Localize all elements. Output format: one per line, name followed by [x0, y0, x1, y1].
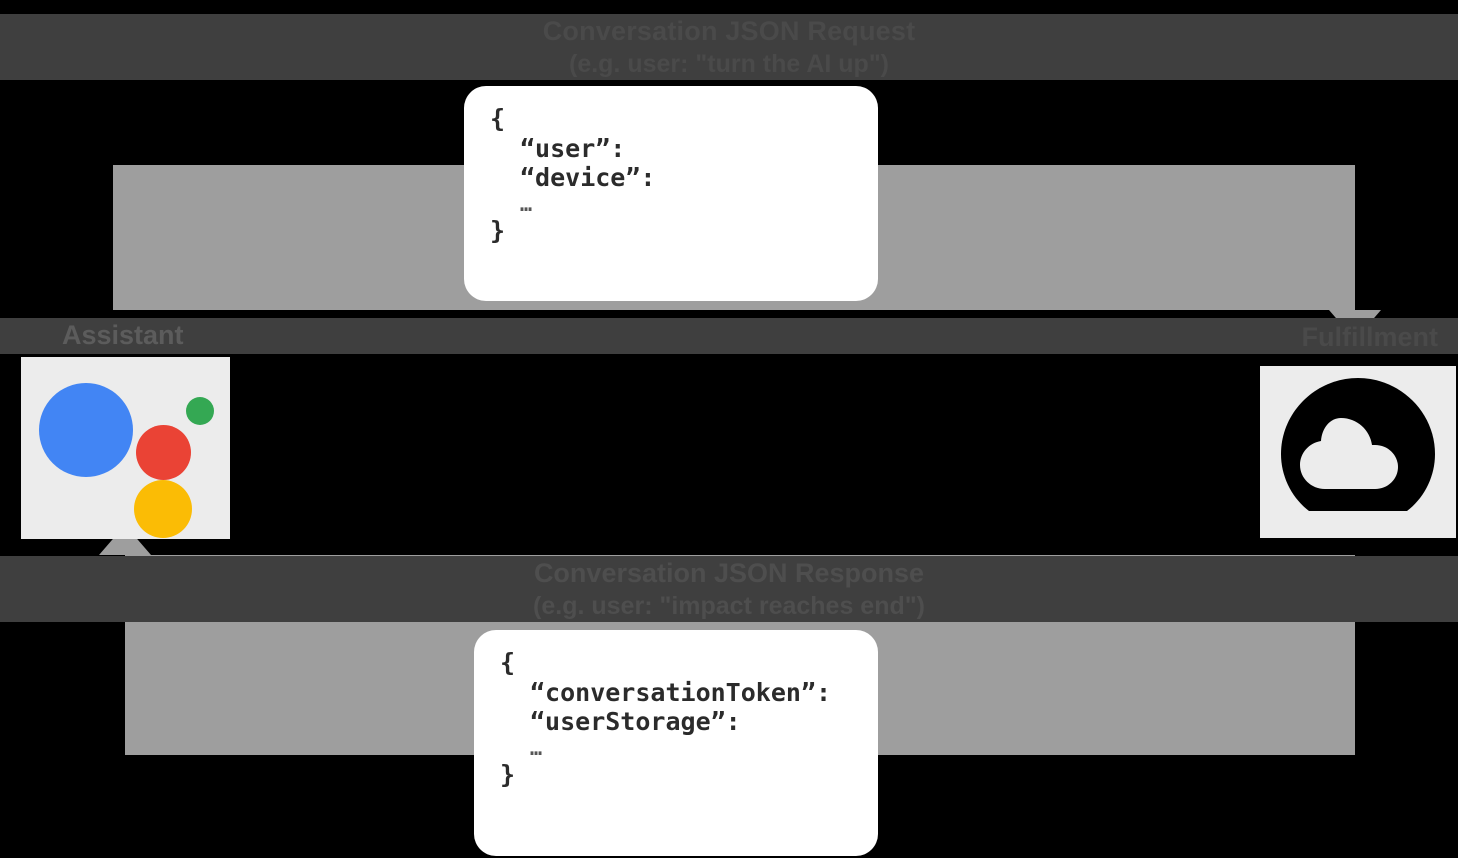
google-assistant-icon-blue-dot [39, 383, 133, 477]
request-label-line1-text: Conversation JSON Request [542, 15, 916, 46]
response-label-line1: Conversation JSON Response [0, 556, 1458, 590]
json-key-device: “device”: [520, 163, 656, 192]
fulfillment-label: Fulfillment [1301, 322, 1439, 352]
google-cloud-icon [1281, 378, 1435, 511]
google-assistant-icon-green-dot [186, 397, 214, 425]
response-label-line2-text: (e.g. user: "impact reaches end") [533, 591, 925, 620]
json-close-brace: } [500, 760, 516, 790]
response-json-card: { “conversationToken”: “userStorage”: … … [474, 630, 878, 856]
json-close-brace: } [490, 216, 506, 246]
json-ellipsis: … [520, 191, 533, 216]
response-label-line2: (e.g. user: "impact reaches end") [0, 590, 1458, 622]
assistant-icon-tile [21, 357, 230, 539]
json-ellipsis: … [530, 735, 543, 760]
json-open-brace: { [490, 104, 506, 133]
json-key-user-storage: “userStorage”: [530, 707, 741, 736]
request-label-line2: (e.g. user: "turn the AI up") [0, 48, 1458, 80]
response-label-line1-text: Conversation JSON Response [533, 557, 925, 588]
json-open-brace: { [500, 648, 516, 677]
google-assistant-icon-red-dot [136, 425, 191, 480]
node-label-strip [0, 318, 1458, 354]
request-label-line2-text: (e.g. user: "turn the AI up") [569, 49, 889, 78]
json-key-conversation-token: “conversationToken”: [530, 677, 832, 707]
json-key-user: “user”: [520, 133, 626, 163]
fulfillment-icon-tile [1260, 366, 1456, 538]
google-assistant-icon-yellow-dot [134, 480, 192, 538]
request-json-card: { “user”: “device”: … } [464, 86, 878, 301]
request-label-line1: Conversation JSON Request [0, 14, 1458, 48]
assistant-label: Assistant [62, 320, 184, 350]
